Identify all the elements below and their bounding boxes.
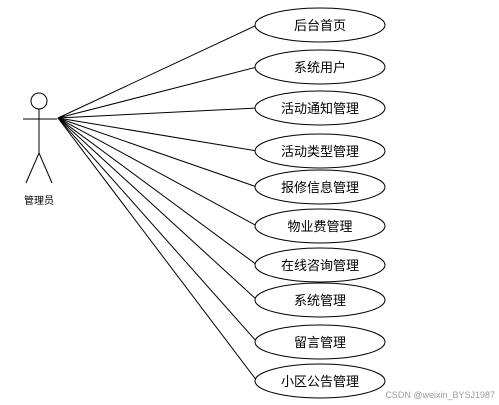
use-case-ellipse: [254, 324, 386, 360]
use-case-label: 后台首页: [294, 19, 346, 34]
use-case-ellipse: [254, 282, 386, 318]
association-line: [57, 66, 258, 119]
association-line: [57, 117, 258, 343]
actor-label: 管理员: [24, 194, 54, 207]
use-case-list: 后台首页系统用户活动通知管理活动类型管理报修信息管理物业费管理在线咨询管理系统管…: [254, 7, 386, 399]
use-case: 后台首页: [254, 7, 386, 43]
use-case: 小区公告管理: [254, 363, 386, 399]
use-case-ellipse: [254, 208, 386, 244]
association-line: [57, 117, 258, 382]
use-case: 活动类型管理: [254, 133, 386, 169]
use-case: 物业费管理: [254, 208, 386, 244]
use-case: 留言管理: [254, 324, 386, 360]
association-line: [57, 117, 258, 188]
association-line: [57, 117, 258, 152]
association-line: [57, 107, 258, 119]
use-case-ellipse: [254, 7, 386, 43]
use-case-label: 系统管理: [294, 294, 346, 309]
use-case-ellipse: [254, 363, 386, 399]
use-case-label: 系统用户: [294, 60, 346, 76]
use-case: 系统管理: [254, 282, 386, 318]
use-case-label: 在线咨询管理: [281, 259, 359, 274]
use-case: 系统用户: [254, 49, 386, 85]
use-case: 报修信息管理: [254, 169, 386, 205]
actor-left-leg: [25, 152, 40, 184]
use-case-label: 活动通知管理: [281, 101, 359, 117]
use-case: 在线咨询管理: [254, 247, 386, 283]
actor-head: [30, 92, 48, 110]
actor-right-leg: [38, 152, 53, 184]
use-case: 活动通知管理: [254, 90, 386, 126]
use-case-label: 物业费管理: [287, 220, 352, 235]
association-line: [57, 24, 258, 119]
use-case-ellipse: [254, 49, 386, 85]
use-case-ellipse: [254, 90, 386, 126]
use-case-ellipse: [254, 169, 386, 205]
use-case-label: 留言管理: [294, 336, 346, 351]
actor-figure: [23, 92, 57, 184]
use-case-ellipse: [254, 133, 386, 169]
association-line: [57, 117, 258, 227]
use-case-label: 活动类型管理: [281, 145, 359, 160]
watermark-text: CSDN @weixin_BYSJ1987: [385, 390, 495, 400]
use-case-label: 报修信息管理: [281, 180, 359, 196]
association-lines: [57, 24, 258, 382]
use-case-ellipse: [254, 247, 386, 283]
use-case-label: 小区公告管理: [281, 375, 359, 390]
association-line: [57, 117, 258, 266]
association-line: [57, 117, 258, 301]
